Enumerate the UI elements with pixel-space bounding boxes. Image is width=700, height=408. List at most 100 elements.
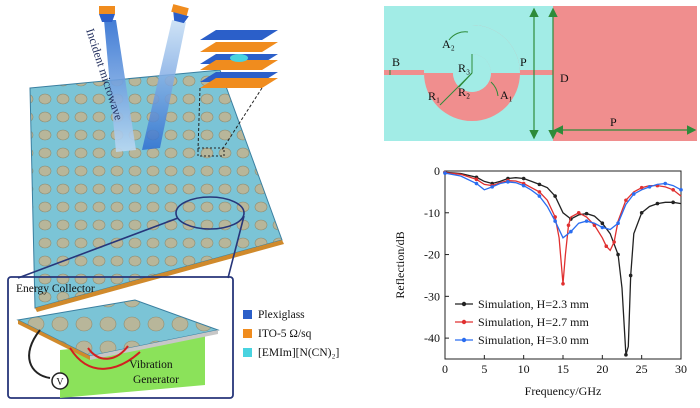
x-tick-label: 10 — [518, 362, 530, 376]
series-point — [506, 180, 510, 184]
series-point — [553, 215, 557, 219]
series-point — [553, 219, 557, 223]
r2-line — [458, 72, 473, 88]
series-point — [628, 273, 633, 278]
series-point — [561, 282, 565, 286]
series-point — [600, 221, 605, 226]
chart-series — [443, 170, 683, 357]
x-tick-label: 0 — [442, 362, 448, 376]
y-tick-label: -10 — [424, 206, 440, 220]
series-point — [671, 200, 675, 205]
series-point — [569, 229, 573, 234]
unit-cell-stack — [197, 30, 278, 157]
feed-line-left — [384, 70, 424, 75]
series-point — [537, 190, 542, 194]
legend-swatch — [243, 348, 252, 357]
unit-cell-diagram: A₂ R₃ R₂ R₁ A₁ B P D P — [384, 6, 697, 141]
y-tick-label: -40 — [424, 331, 440, 345]
x-tick-label: 20 — [596, 362, 608, 376]
feed-line-right — [505, 70, 553, 75]
zoom-line-left — [17, 217, 179, 279]
legend-label: ITO-5 Ω/sq — [258, 328, 312, 340]
zoom-ellipse — [175, 196, 245, 230]
series-point — [671, 188, 675, 192]
x-tick-label: 15 — [557, 362, 569, 376]
label-a2: A₂ — [442, 37, 455, 51]
inset-box — [7, 276, 234, 399]
legend-marker — [461, 337, 467, 343]
series-point — [521, 176, 526, 181]
series-point — [553, 194, 557, 198]
series-point — [612, 240, 616, 244]
legend-entry: Simulation, H=2.3 mm — [478, 297, 589, 311]
y-tick-label: 0 — [434, 164, 440, 178]
series-point — [474, 181, 479, 186]
x-axis-title: Frequency/GHz — [525, 384, 602, 398]
vibration-generator-label-1: Vibration — [129, 359, 173, 371]
voltmeter-symbol: V — [56, 377, 64, 388]
series-point — [655, 201, 660, 206]
wire-red-2 — [87, 345, 129, 360]
zoom-line-right — [227, 215, 245, 279]
series-point — [521, 183, 526, 188]
legend-swatch — [243, 310, 252, 319]
energy-collector-label: Energy Collector — [16, 283, 95, 295]
array-edge-orange — [35, 240, 284, 312]
legend-label: Plexiglass — [258, 309, 305, 321]
label-d: D — [560, 71, 569, 85]
legend-marker — [461, 301, 467, 307]
series-point — [584, 211, 589, 216]
series-point — [576, 210, 581, 215]
series-point — [474, 177, 479, 182]
legend-label: [EMIm][N(CN)₂] — [258, 347, 339, 359]
series-point — [490, 185, 495, 189]
series-point — [632, 192, 636, 196]
series-point — [604, 244, 609, 248]
metasurface-schematic: Incident microwave Energy Collector — [7, 4, 339, 399]
series-line — [444, 172, 682, 239]
series-point — [624, 353, 628, 357]
y-tick-label: -20 — [424, 248, 440, 262]
series-point — [639, 185, 644, 190]
split-ring-gap — [472, 25, 520, 73]
incident-beam — [104, 20, 136, 152]
reflected-beam — [142, 20, 186, 150]
a2-arc — [448, 31, 469, 41]
label-r1: R₁ — [428, 89, 440, 103]
legend-marker — [461, 319, 467, 325]
series-line — [444, 172, 682, 284]
series-point — [679, 188, 683, 192]
series-point — [566, 223, 571, 228]
series-point — [639, 210, 644, 215]
series-point — [647, 185, 652, 189]
series-point — [584, 219, 589, 223]
x-tick-label: 25 — [636, 362, 648, 376]
source-icon — [99, 6, 115, 22]
series-point — [537, 182, 542, 187]
vibration-generator-label-2: Generator — [133, 374, 179, 386]
plot-frame — [444, 170, 682, 360]
series-point — [616, 252, 620, 257]
label-p-vertical: P — [520, 55, 527, 69]
y-axis-title: Reflection/dB — [393, 231, 407, 298]
series-point — [537, 194, 542, 198]
a1-arc — [490, 81, 499, 97]
label-r2: R₂ — [458, 85, 470, 99]
patch-rect — [553, 6, 697, 141]
series-point — [592, 223, 597, 228]
label-b: B — [392, 55, 400, 69]
series-point — [624, 198, 628, 203]
legend-entry: Simulation, H=3.0 mm — [478, 333, 589, 347]
x-tick-label: 30 — [675, 362, 687, 376]
series-point — [600, 225, 605, 230]
wire-red-1 — [69, 347, 141, 370]
y-tick-label: -30 — [424, 289, 440, 303]
series-point — [663, 181, 668, 186]
legend-swatch — [243, 329, 252, 338]
series-point — [443, 171, 447, 175]
